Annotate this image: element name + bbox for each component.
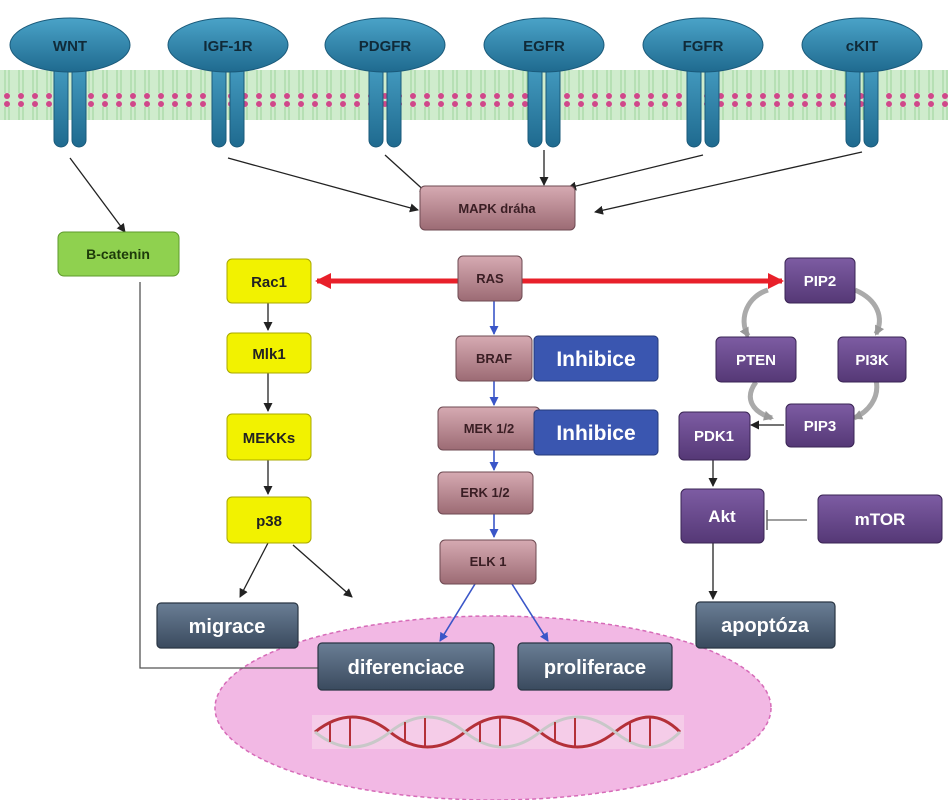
rac1-box: Rac1: [226, 258, 312, 304]
mtor-box: mTOR: [817, 494, 943, 544]
svg-text:PI3K: PI3K: [855, 352, 889, 369]
erk-box: ERK 1/2: [437, 471, 534, 515]
svg-text:ERK 1/2: ERK 1/2: [460, 485, 509, 500]
cell-membrane: [0, 70, 948, 120]
svg-text:Inhibice: Inhibice: [556, 422, 635, 445]
p38-box: p38: [226, 496, 312, 544]
svg-text:apoptóza: apoptóza: [721, 615, 810, 637]
svg-text:diferenciace: diferenciace: [348, 657, 465, 679]
mlk1-box: Mlk1: [226, 332, 312, 374]
connections: [69, 150, 885, 669]
pip3-box: PIP3: [785, 403, 855, 448]
svg-text:MEK 1/2: MEK 1/2: [464, 421, 515, 436]
elk-box: ELK 1: [439, 539, 537, 585]
pdk1-box: PDK1: [678, 411, 751, 461]
svg-text:Akt: Akt: [708, 507, 736, 526]
svg-text:migrace: migrace: [189, 616, 266, 638]
svg-text:PIP3: PIP3: [804, 418, 837, 435]
receptor-ckit: cKIT: [801, 17, 923, 148]
mekks-box: MEKKs: [226, 413, 312, 461]
svg-text:PTEN: PTEN: [736, 352, 776, 369]
migrace-box: migrace: [156, 602, 299, 649]
pip2-box: PIP2: [784, 257, 856, 304]
svg-text:BRAF: BRAF: [476, 351, 512, 366]
svg-text:RAS: RAS: [476, 271, 504, 286]
receptor-egfr: EGFR: [483, 17, 605, 148]
svg-text:MEKKs: MEKKs: [243, 430, 296, 447]
svg-text:p38: p38: [256, 513, 282, 530]
receptor-label: FGFR: [683, 38, 724, 55]
svg-text:Inhibice: Inhibice: [556, 348, 635, 371]
receptor-pdgfr: PDGFR: [324, 17, 446, 148]
receptor-label: cKIT: [846, 38, 879, 55]
svg-text:proliferace: proliferace: [544, 657, 646, 679]
receptor-label: IGF-1R: [203, 38, 252, 55]
receptor-label: EGFR: [523, 38, 565, 55]
ras-box: RAS: [457, 255, 523, 302]
svg-text:mTOR: mTOR: [855, 510, 906, 529]
svg-text:Rac1: Rac1: [251, 274, 287, 291]
svg-text:Mlk1: Mlk1: [252, 346, 285, 363]
mek-box: MEK 1/2: [437, 406, 541, 451]
proliferace-box: proliferace: [517, 642, 673, 691]
svg-text:MAPK dráha: MAPK dráha: [458, 201, 536, 216]
inhibition-label-mek: Inhibice: [533, 409, 659, 456]
braf-box: BRAF: [455, 335, 533, 382]
diferenciace-box: diferenciace: [317, 642, 495, 691]
receptor-igf-1r: IGF-1R: [167, 17, 289, 148]
mapk-box: MAPK dráha: [419, 185, 576, 231]
svg-text:PIP2: PIP2: [804, 273, 837, 290]
b-catenin-box: B-catenin: [57, 231, 180, 277]
apoptoza-box: apoptóza: [695, 601, 836, 649]
receptor-label: PDGFR: [359, 38, 412, 55]
receptor-fgfr: FGFR: [642, 17, 764, 148]
pi3k-box: PI3K: [837, 336, 907, 383]
svg-text:B-catenin: B-catenin: [86, 246, 150, 262]
receptor-wnt: WNT: [9, 17, 131, 148]
receptor-label: WNT: [53, 38, 87, 55]
inhibition-label-braf: Inhibice: [533, 335, 659, 382]
pten-box: PTEN: [715, 336, 797, 383]
akt-box: Akt: [680, 488, 765, 544]
svg-text:PDK1: PDK1: [694, 428, 734, 445]
dna-helix-icon: [312, 715, 684, 749]
svg-text:ELK 1: ELK 1: [470, 554, 507, 569]
